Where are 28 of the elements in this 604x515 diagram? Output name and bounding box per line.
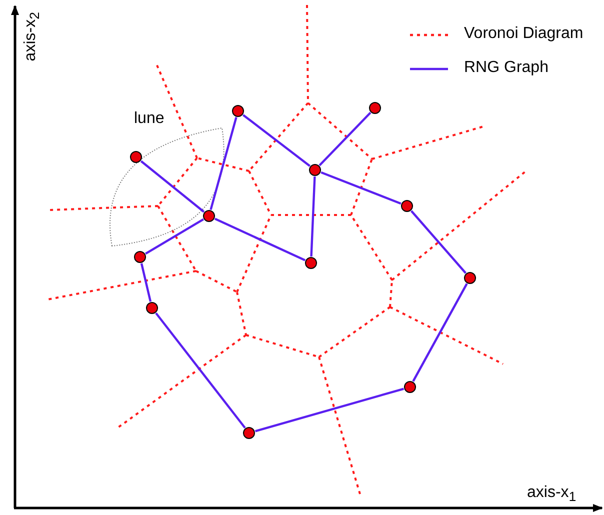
data-point <box>308 164 320 176</box>
data-point <box>134 250 146 262</box>
data-point <box>464 272 476 284</box>
data-point <box>242 426 254 438</box>
graph-edge <box>242 114 310 167</box>
graph-edge <box>214 218 306 262</box>
data-point <box>404 380 416 392</box>
data-point <box>202 210 214 222</box>
data-point <box>400 200 412 212</box>
graph-edge <box>140 160 205 213</box>
data-point <box>146 302 158 314</box>
axis-label: axis-x$_{1}$ <box>527 484 576 506</box>
graph-edge <box>318 112 372 166</box>
data-point <box>304 256 316 268</box>
lune-label: lune <box>134 110 164 128</box>
graph-edge <box>310 176 316 257</box>
legend-label: RNG Graph <box>464 59 548 77</box>
data-point <box>232 104 244 116</box>
graph-edge <box>412 283 468 382</box>
graph-edge <box>320 171 402 205</box>
graph-edge <box>410 210 467 274</box>
graph-edge <box>145 218 204 255</box>
graph-edge <box>155 312 246 429</box>
data-point <box>130 150 142 162</box>
graph-edge <box>140 263 152 302</box>
data-point <box>368 102 380 114</box>
graph-edge <box>210 116 238 210</box>
legend-label: Voronoi Diagram <box>464 25 584 43</box>
